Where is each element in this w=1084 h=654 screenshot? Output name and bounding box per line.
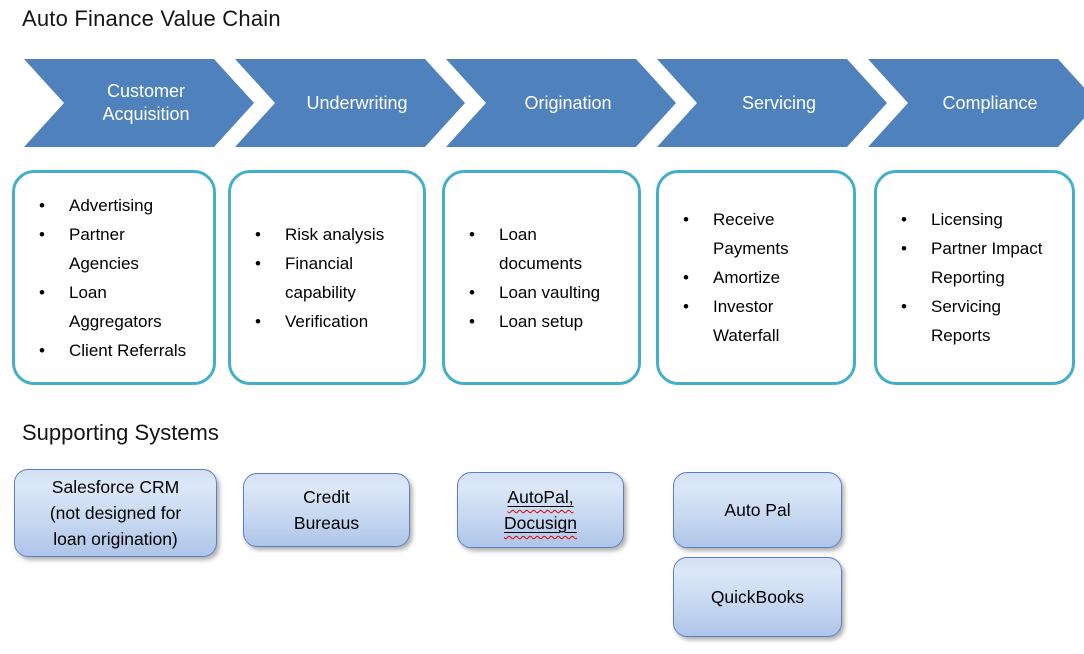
bullet-list: • Licensing • Partner Impact Reporting • Se… [877,205,1072,350]
chevron-label: Underwriting [306,92,408,113]
list-item: • Partner Impact Reporting [901,234,1072,292]
bullet-icon: • [683,268,689,287]
list-item: • Verification [255,307,423,336]
bullet-list: • Advertising • Partner Agencies • Loan Agg… [15,191,213,365]
bullet-list: • Receive Payments • Amortize • Investor Wa… [659,205,853,350]
system-box-quickbooks[interactable]: QuickBooks [673,557,842,637]
bullet-icon: • [39,340,45,360]
bullet-icon: • [39,224,45,244]
bullet-icon: • [901,297,907,316]
list-item: • Receive Payments [683,205,853,263]
system-label-line: Salesforce CRM [51,477,180,497]
chevron-origination[interactable]: Origination [446,59,676,147]
bullet-icon: • [683,297,689,316]
spellcheck-underline-text: AutoPal, [507,487,574,507]
list-item: • Servicing Reports [901,292,1072,350]
system-label-line: Bureaus [293,513,360,533]
list-item: • Loan Aggregators [39,278,213,336]
bullet-icon: • [901,210,907,229]
system-label-line: (not designed for [49,503,182,523]
bullet-icon: • [255,311,261,331]
item-text: Loan Aggregators [69,282,162,331]
bullet-icon: • [39,195,45,215]
list-item: • Loan documents [469,220,638,278]
list-item: • Partner Agencies [39,220,213,278]
item-text: Advertising [69,195,154,215]
chevron-customer-acquisition[interactable]: Customer Acquisition [24,59,254,147]
page-title: Auto Finance Value Chain [22,6,281,31]
bullet-icon: • [469,224,475,244]
item-text: Loan setup [499,311,584,331]
details-servicing[interactable]: • Receive Payments • Amortize • Investor Wa… [656,170,856,385]
item-text: Licensing [931,210,1003,229]
list-item: • Investor Waterfall [683,292,853,350]
bullet-list: • Risk analysis • Financial capability • Ve… [231,220,423,336]
bullet-list: • Loan documents • Loan vaulting • Loan set… [445,220,638,336]
item-text: Partner Agencies [69,224,139,273]
list-item: • Loan vaulting [469,278,638,307]
chevron-label: Compliance [942,92,1038,113]
item-text: Servicing Reports [931,297,1001,345]
bullet-icon: • [255,253,261,273]
bullet-icon: • [255,224,261,244]
item-text: Client Referrals [69,340,187,360]
list-item: • Loan setup [469,307,638,336]
details-underwriting[interactable]: • Risk analysis • Financial capability • Ve… [228,170,426,385]
item-text: Partner Impact Reporting [931,239,1043,287]
system-box-autopal-docusign[interactable]: AutoPal, Docusign [457,472,624,548]
bullet-icon: • [39,282,45,302]
list-item: • Risk analysis [255,220,423,249]
chevron-label: Customer Acquisition [102,81,190,124]
bullet-icon: • [683,210,689,229]
chevron-label: Origination [524,92,612,113]
list-item: • Advertising [39,191,213,220]
item-text: Risk analysis [285,224,385,244]
system-label-line: AutoPal, [507,484,573,510]
bullet-icon: • [469,311,475,331]
item-text: Investor Waterfall [713,297,780,345]
list-item: • Amortize [683,263,853,292]
supporting-systems-heading: Supporting Systems [22,420,219,445]
item-text: Verification [285,311,369,331]
system-label-line: QuickBooks [710,587,805,607]
chevron-label: Servicing [741,92,817,113]
item-text: Receive Payments [713,210,789,258]
spellcheck-underline-text: Docusign [504,513,577,533]
details-customer-acquisition[interactable]: • Advertising • Partner Agencies • Loan Agg… [12,170,216,385]
item-text: Loan documents [499,224,583,273]
system-box-credit-bureaus[interactable]: Credit Bureaus [243,473,410,547]
system-box-salesforce-crm[interactable]: Salesforce CRM (not designed for loan or… [14,469,217,557]
list-item: • Financial capability [255,249,423,307]
system-box-auto-pal[interactable]: Auto Pal [673,472,842,548]
bullet-icon: • [901,239,907,258]
details-origination[interactable]: • Loan documents • Loan vaulting • Loan set… [442,170,641,385]
system-label-line: loan origination) [53,529,178,549]
system-label-line: Auto Pal [724,500,791,520]
chevron-underwriting[interactable]: Underwriting [235,59,465,147]
system-label-line: Credit [303,487,350,507]
details-compliance[interactable]: • Licensing • Partner Impact Reporting • Se… [874,170,1075,385]
chevron-compliance[interactable]: Compliance [868,59,1084,147]
list-item: • Client Referrals [39,336,213,365]
item-text: Amortize [713,268,781,287]
list-item: • Licensing [901,205,1072,234]
bullet-icon: • [469,282,475,302]
item-text: Loan vaulting [499,282,601,302]
item-text: Financial capability [285,253,356,302]
system-label-line: Docusign [504,510,577,536]
chevron-servicing[interactable]: Servicing [657,59,887,147]
